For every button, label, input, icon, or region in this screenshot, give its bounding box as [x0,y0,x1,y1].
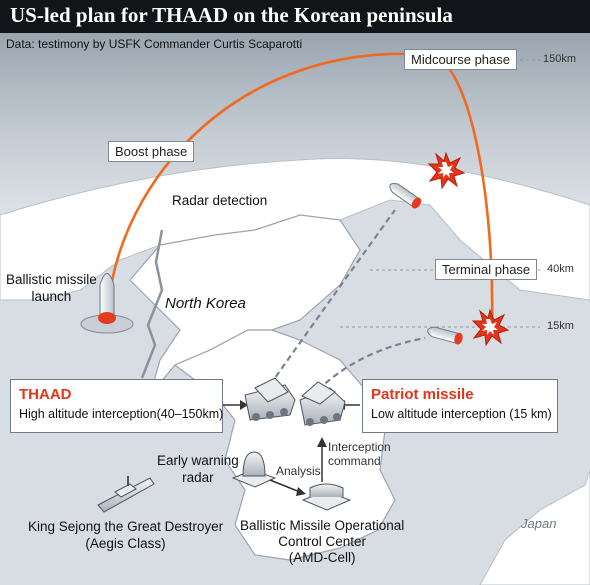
control-center-label: Ballistic Missile Operational Control Ce… [240,518,405,565]
terminal-missile-icon [427,326,463,345]
destroyer-label: King Sejong the Great Destroyer (Aegis C… [28,519,224,551]
thaad-interceptor-path [269,209,396,386]
altitude-label-150: 150km [543,53,577,65]
explosion-icon-terminal [471,308,510,347]
missile-trajectory [106,52,494,331]
source-note: Data: testimony by USFK Commander Curtis… [6,37,303,51]
midcourse-phase-label: Midcourse phase [404,49,517,70]
early-warning-radar-label: Early warning radar [157,453,239,485]
patriot-interceptor-path [317,336,426,391]
ballistic-missile-icon [98,273,116,324]
interception-command-label: Interception command [328,440,391,468]
early-warning-radar-icon [231,451,277,488]
explosion-icon-midcourse [427,151,466,190]
patriot-info-box: Patriot missile Low altitude interceptio… [362,379,558,433]
midcourse-missile-icon [389,182,422,209]
header-bar [0,0,590,33]
sky-gradient [0,33,590,215]
patriot-title: Patriot missile [371,386,474,403]
radar-detection-label: Radar detection [172,193,268,208]
japan-label: Japan [521,516,557,531]
altitude-label-15: 15km [547,320,574,332]
aegis-destroyer-icon [97,476,155,513]
page-title: US-led plan for THAAD on the Korean peni… [10,3,453,27]
radar-beam-line [140,229,164,379]
thaad-description: High altitude interception(40–150km) [19,407,224,421]
terminal-phase-label: Terminal phase [435,259,538,280]
ballistic-launch-label: Ballistic missile launch [6,272,97,304]
patriot-launcher-icon [299,381,346,426]
north-korea-label: North Korea [165,295,246,312]
control-center-icon [301,483,352,511]
analysis-label: Analysis [276,464,321,478]
thaad-launcher-icon [244,377,296,421]
altitude-label-40: 40km [547,263,574,275]
thaad-title: THAAD [19,386,72,403]
japan-landmass [479,469,590,585]
boost-phase-label: Boost phase [108,141,195,162]
patriot-description: Low altitude interception (15 km) [371,407,552,421]
thaad-info-box: THAAD High altitude interception(40–150k… [10,379,223,433]
analysis-arrow [269,479,301,493]
